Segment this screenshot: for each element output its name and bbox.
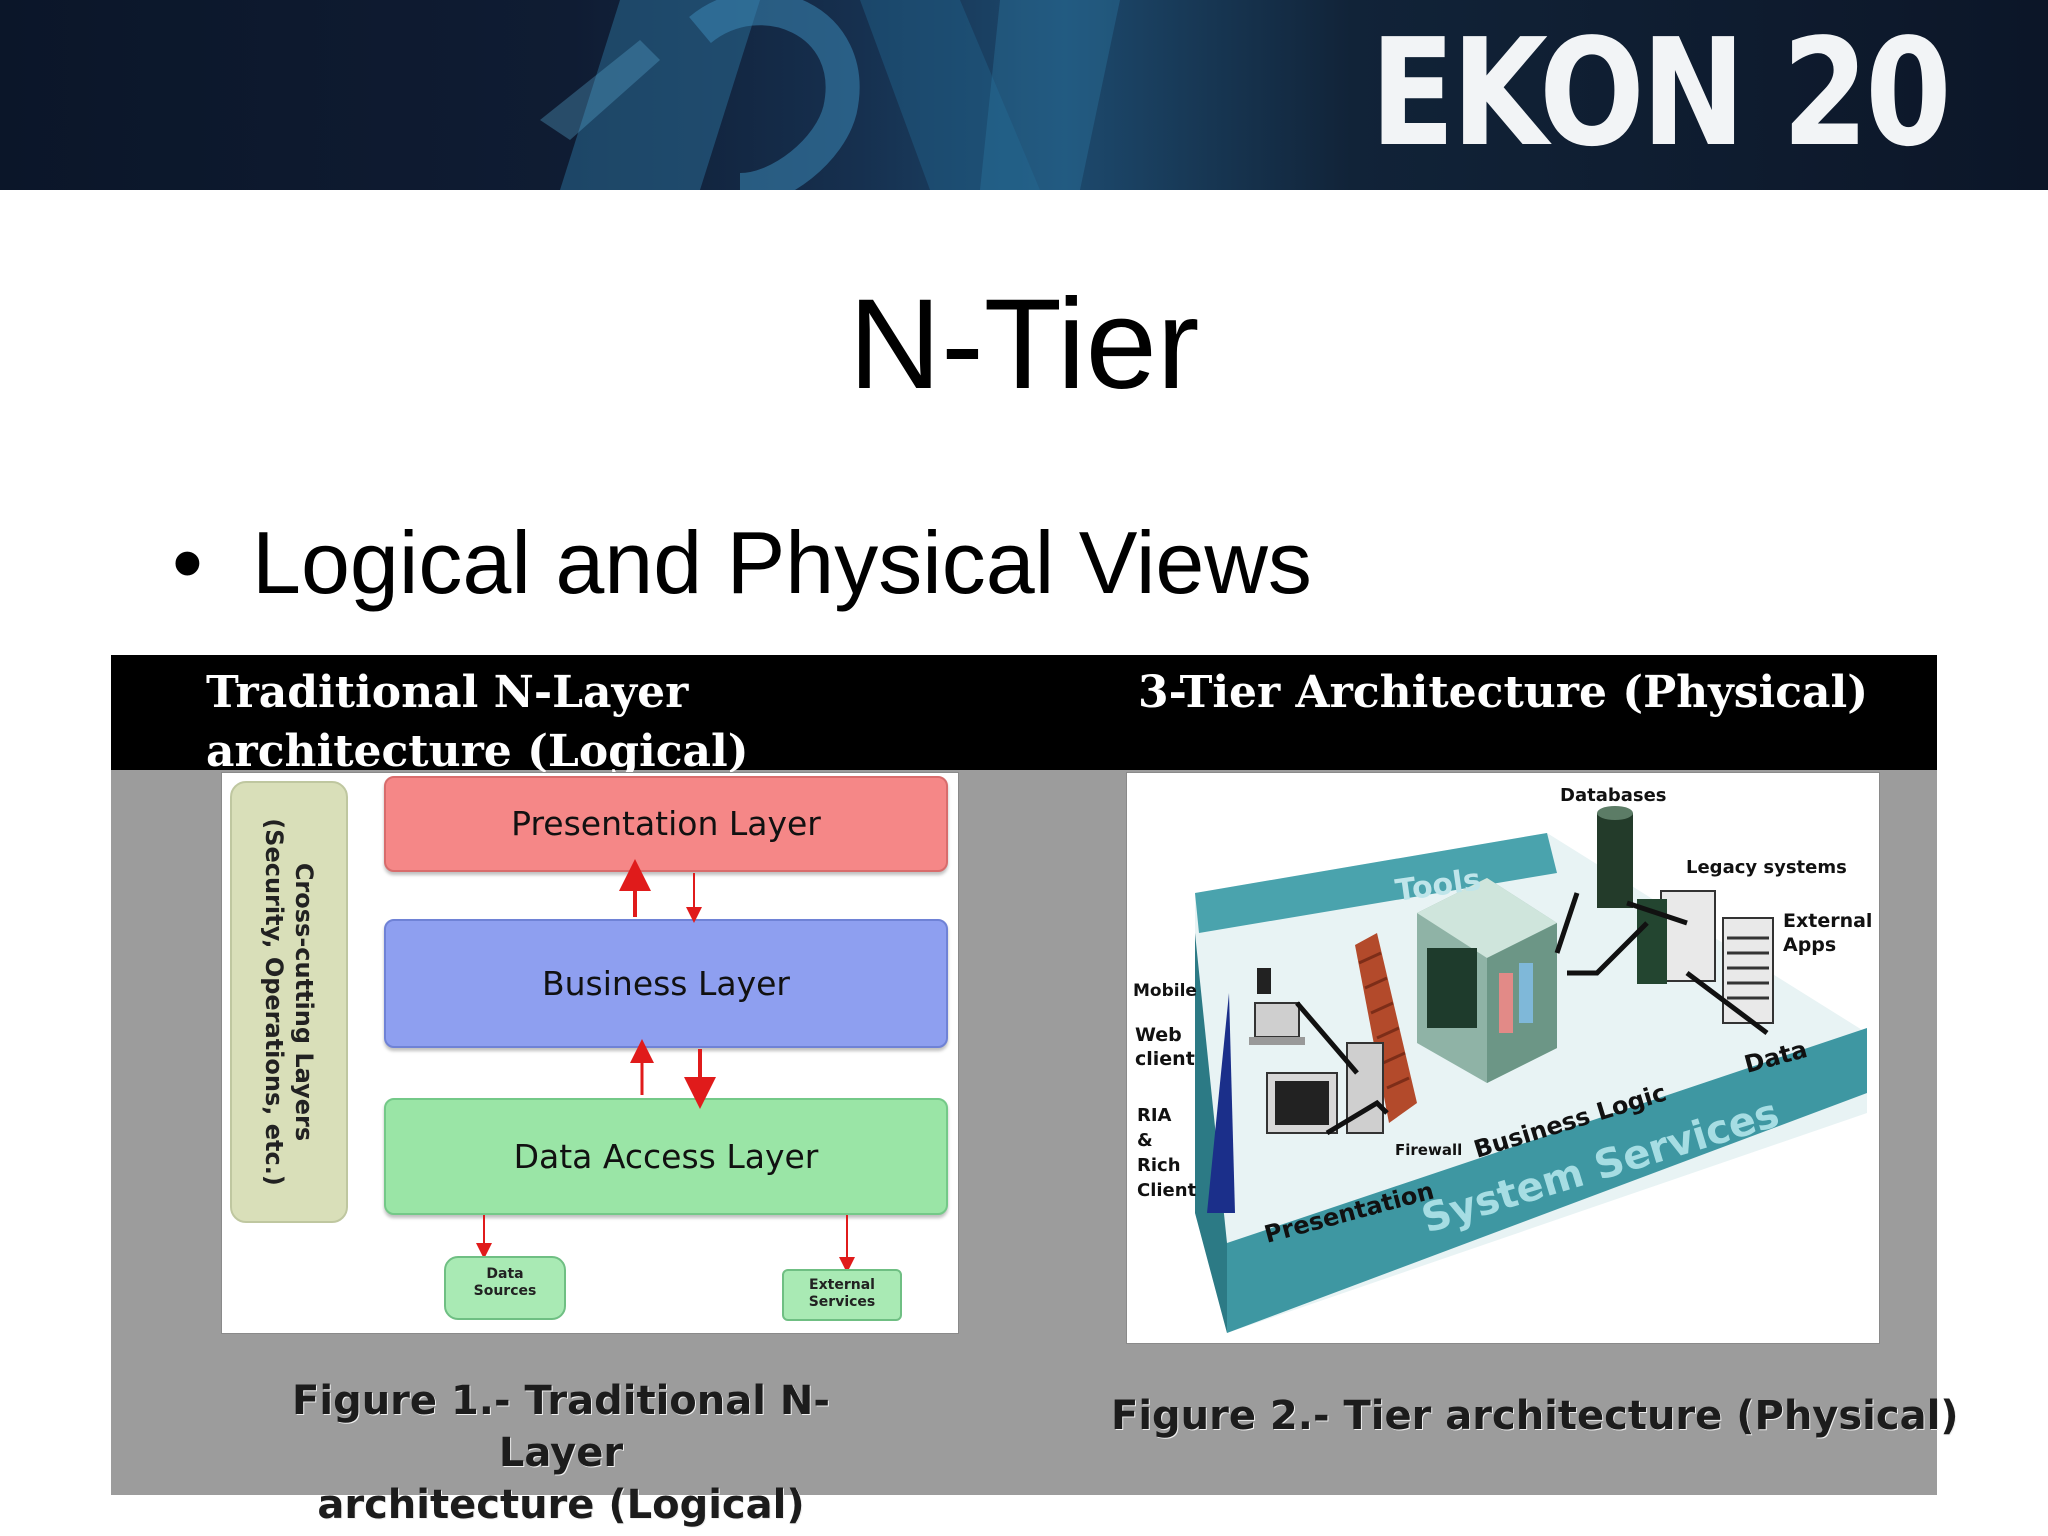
network-cables xyxy=(1295,892,1769,1136)
event-logo: EKON 20 xyxy=(1369,7,1952,179)
databases-label: Databases xyxy=(1560,785,1667,806)
legacy-server-icon xyxy=(1637,890,1716,984)
mobile-label: Mobile xyxy=(1133,981,1197,1001)
physical-heading: 3-Tier Architecture (Physical) xyxy=(1138,667,1869,718)
data-sources-label-2: Sources xyxy=(473,1283,537,1299)
bullet-text: Logical and Physical Views xyxy=(252,513,1312,612)
external-services-label-2: Services xyxy=(808,1294,876,1310)
ria-label-1: RIA xyxy=(1137,1105,1172,1126)
presentation-layer: Presentation Layer xyxy=(384,776,948,872)
slide-title: N-Tier xyxy=(848,273,1200,416)
external-apps-label-1: External xyxy=(1783,910,1873,932)
data-sources-cylinder: Data Sources xyxy=(444,1256,566,1320)
tier-illustration: Tools System Services Presentation Busin… xyxy=(1195,806,1867,1333)
data-access-layer: Data Access Layer xyxy=(384,1098,948,1215)
ria-label-3: Rich xyxy=(1137,1155,1181,1176)
physical-tier-diagram: Tools System Services Presentation Busin… xyxy=(1126,772,1880,1344)
bullet-item: • Logical and Physical Views xyxy=(172,505,1312,620)
header-banner: EKON 20 xyxy=(0,0,2048,190)
bullet-marker: • xyxy=(172,513,203,612)
external-apps-label: External Apps xyxy=(1783,909,1872,957)
ria-label-2: & xyxy=(1137,1130,1153,1151)
firewall-icon xyxy=(1355,933,1417,1123)
mobile-phone-icon xyxy=(1257,968,1271,994)
firewall-label: Firewall xyxy=(1395,1141,1462,1159)
laptop-icon xyxy=(1249,1002,1305,1045)
layer-arrows xyxy=(476,859,855,1273)
logical-layer-diagram: Cross-cutting Layers (Security, Operatio… xyxy=(221,772,959,1334)
figure1-caption-line2: architecture (Logical) xyxy=(317,1482,805,1528)
logical-heading: Traditional N-Layer architecture (Logica… xyxy=(206,667,749,777)
figure-panel-header: Traditional N-Layer architecture (Logica… xyxy=(111,655,1937,777)
server-cube-icon xyxy=(1417,878,1557,1083)
ria-rich-client-label: RIA & Rich Client xyxy=(1137,1103,1196,1203)
business-layer: Business Layer xyxy=(384,919,948,1048)
database-icon xyxy=(1597,806,1633,908)
cross-cutting-layers-box: Cross-cutting Layers (Security, Operatio… xyxy=(230,781,348,1223)
web-client-label-1: Web xyxy=(1135,1024,1182,1046)
tools-wall xyxy=(1195,833,1557,933)
figure2-caption: Figure 2.- Tier architecture (Physical) xyxy=(1111,1393,1959,1439)
client-spike xyxy=(1207,993,1235,1213)
external-services-label-1: External xyxy=(809,1277,875,1293)
data-sources-label-1: Data xyxy=(486,1266,524,1282)
web-client-label: Web client xyxy=(1135,1023,1195,1071)
banner-graphic xyxy=(540,0,1120,190)
ria-label-4: Client xyxy=(1137,1180,1197,1201)
external-services-box: External Services xyxy=(782,1269,902,1321)
figure-panel: Traditional N-Layer architecture (Logica… xyxy=(111,655,1959,1528)
legacy-systems-label: Legacy systems xyxy=(1686,857,1847,878)
desktop-computer-icon xyxy=(1266,1042,1384,1134)
figure1-caption: Figure 1.- Traditional N-Layer architect… xyxy=(271,1375,851,1531)
web-client-label-2: client xyxy=(1135,1048,1195,1070)
system-services-base xyxy=(1227,1028,1867,1333)
external-apps-label-2: Apps xyxy=(1783,934,1837,956)
figure1-caption-line1: Figure 1.- Traditional N-Layer xyxy=(292,1378,830,1476)
